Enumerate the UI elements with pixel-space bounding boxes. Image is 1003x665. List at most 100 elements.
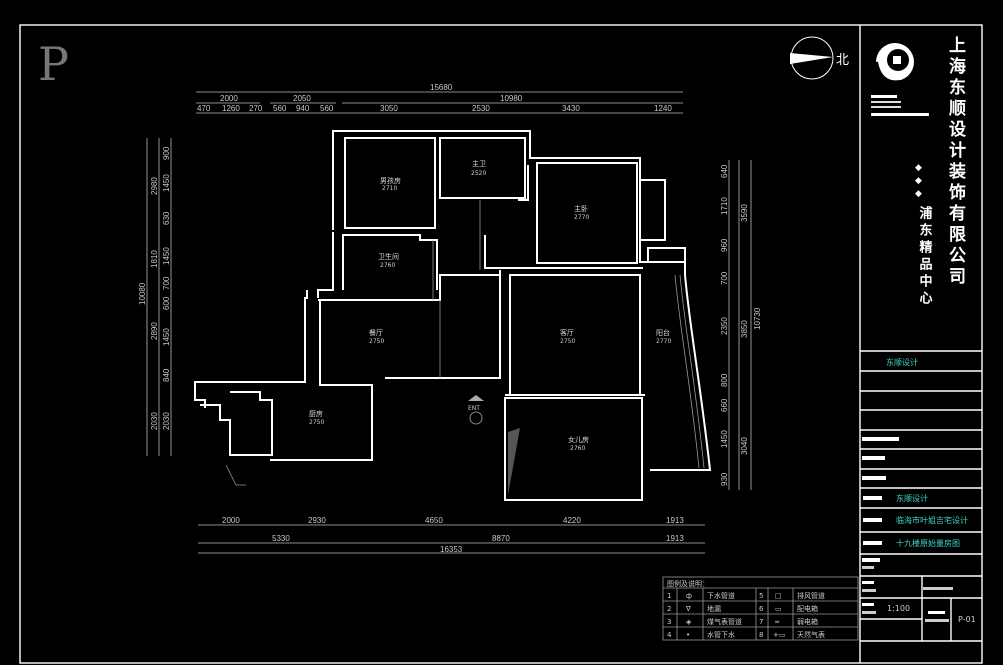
dimension-label: 560: [320, 104, 334, 113]
dimension-label: 3040: [740, 437, 749, 455]
drawing-name-value: 十九楼原始量房图: [896, 538, 960, 548]
dimension-label: 6: [759, 605, 764, 613]
sheet-number: P-01: [958, 615, 976, 624]
dimension-label: 2: [667, 605, 671, 613]
designer-value: 东顺设计: [896, 493, 928, 503]
dimension-label: 天然气表: [797, 630, 825, 639]
dimension-label: 图例及说明：: [667, 579, 709, 588]
dimension-label: 700: [720, 271, 729, 285]
dimension-label: 15680: [430, 83, 453, 92]
bottom-dimensions: 2000 2930 4650 4220 1913 5330 8870 1913 …: [198, 516, 705, 554]
dimension-label: 4220: [563, 516, 581, 525]
entry-marker-icon: ENT: [468, 395, 484, 425]
north-arrow-icon: 北: [790, 36, 849, 80]
dimension-label: 8: [759, 631, 763, 639]
dimension-label: 16353: [440, 545, 463, 554]
north-label: 北: [836, 53, 849, 68]
dimension-label: 水管下水: [707, 630, 735, 639]
title-block: 上海东顺设计装饰有限公司 ◆ ◆ ◆ 浦东精品中心 东顺设计 东顺设计 临海市叶…: [860, 36, 982, 642]
dimension-label: 840: [162, 368, 171, 382]
dimension-label: 1810: [150, 250, 159, 268]
dimension-label: 4650: [425, 516, 443, 525]
dimension-label: 2750: [309, 419, 324, 426]
sheet-letter: P: [38, 37, 69, 91]
dimension-label: 弱电箱: [797, 617, 818, 626]
dimension-label: □: [775, 592, 782, 600]
left-dimensions: 10080 2980 1810 2890 2030 900 1450 630 1…: [138, 138, 172, 456]
dimension-label: 930: [720, 472, 729, 486]
dimension-label: 8870: [492, 534, 510, 543]
dimension-label: 2750: [560, 338, 575, 345]
dimension-label: ◈: [686, 618, 692, 626]
project-value: 临海市叶姐吉宅设计: [896, 515, 968, 525]
dimension-label: 卫生间: [378, 252, 399, 261]
top-dimensions: 15680 2000 2050 10980 470 1260 270 560 9…: [196, 83, 683, 114]
dimension-label: 2710: [382, 185, 397, 192]
dimension-label: 2770: [656, 338, 671, 345]
dimension-label: 270: [249, 104, 263, 113]
dimension-label: 2760: [380, 262, 395, 269]
dimension-label: 主卧: [574, 204, 588, 213]
right-dimensions: 10730 3590 3850 3040 640 1710 960 700 23…: [720, 160, 762, 490]
dimension-label: ENT: [468, 405, 480, 412]
dimension-label: 煤气表管道: [707, 617, 742, 626]
dimension-label: 1913: [666, 516, 684, 525]
dimension-label: 2350: [720, 317, 729, 335]
dimension-label: 男孩房: [380, 176, 401, 185]
dimension-label: ∇: [685, 605, 691, 613]
dimension-label: 配电箱: [797, 604, 818, 613]
dimension-label: 640: [720, 164, 729, 178]
dimension-label: 2930: [308, 516, 326, 525]
dimension-label: +▭: [773, 631, 785, 639]
dimension-label: 4: [667, 631, 672, 639]
company-name: 上海东顺设计装饰有限公司: [945, 36, 967, 288]
legend-item: 8 +▭ 天然气表: [759, 630, 825, 639]
dimension-label: 630: [162, 211, 171, 225]
dimension-label: 10980: [500, 94, 523, 103]
dimension-label: 1450: [720, 430, 729, 448]
legend-item: 4 • 水管下水: [667, 630, 735, 639]
dimension-label: 下水管道: [707, 591, 735, 600]
dimension-label: 3: [667, 618, 671, 626]
dimension-label: 10730: [753, 307, 762, 330]
dimension-label: 800: [720, 373, 729, 387]
legend-item: 2∇地漏: [667, 604, 721, 613]
dimension-label: 1450: [162, 328, 171, 346]
scale-value: 1:100: [887, 604, 910, 613]
dimension-label: 2050: [293, 94, 311, 103]
branch-name: 浦东精品中心: [917, 205, 933, 308]
legend-item: 7═弱电箱: [759, 617, 818, 626]
dimension-label: 2760: [570, 445, 585, 452]
dimension-label: 5330: [272, 534, 290, 543]
dimension-label: 1710: [720, 197, 729, 215]
dimension-label: 700: [162, 276, 171, 290]
dimension-label: 2030: [162, 412, 171, 430]
dimension-label: 940: [296, 104, 310, 113]
dimension-label: 560: [273, 104, 287, 113]
svg-text:◆: ◆: [915, 189, 922, 199]
brand-label: 东顺设计: [886, 357, 918, 367]
dimension-label: 2000: [222, 516, 240, 525]
dimension-label: 主卫: [472, 159, 486, 168]
dimension-label: 2030: [150, 412, 159, 430]
dimension-label: 1913: [666, 534, 684, 543]
dimension-label: 960: [720, 238, 729, 252]
dimension-label: 7: [759, 618, 763, 626]
dimension-label: 3850: [740, 320, 749, 338]
dimension-label: 1450: [162, 174, 171, 192]
dimension-label: 2750: [369, 338, 384, 345]
dimension-label: •: [686, 631, 690, 639]
dimension-label: 3430: [562, 104, 580, 113]
dimension-label: 排风管道: [797, 591, 825, 600]
company-logo-icon: [871, 43, 929, 116]
drawing-frame: [19, 24, 983, 664]
